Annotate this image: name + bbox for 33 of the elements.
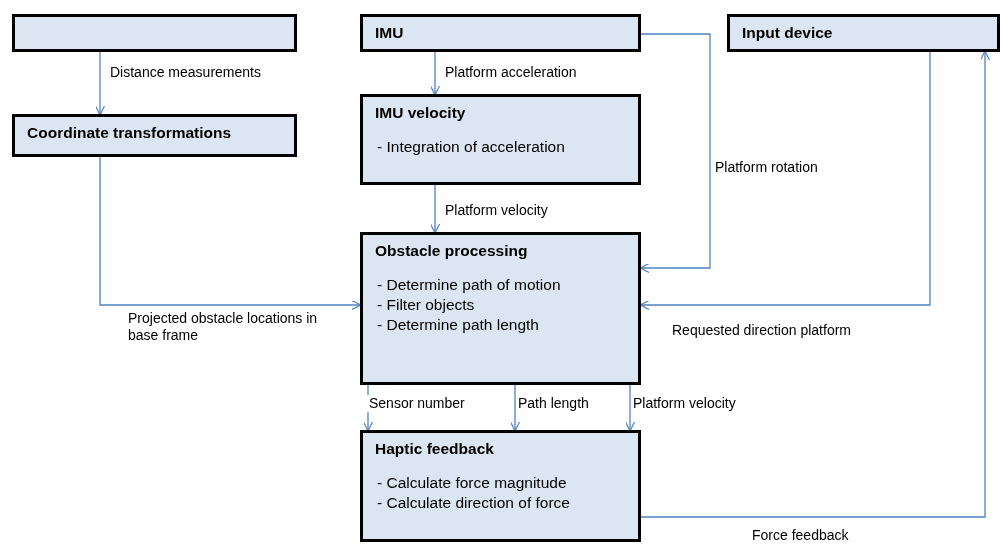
- arrow: [429, 184, 441, 234]
- bullet-item: - Determine path of motion: [376, 275, 562, 295]
- bullet-item: - Determine path length: [376, 315, 540, 335]
- process-box: [12, 14, 297, 52]
- box-title: Obstacle processing: [375, 241, 529, 261]
- bullet-item: - Calculate direction of force: [376, 493, 571, 513]
- process-box: [360, 232, 641, 385]
- edge-label: Platform velocity: [443, 202, 550, 219]
- process-box: [360, 94, 641, 185]
- box-title: IMU: [375, 23, 405, 43]
- box-title: IMU velocity: [375, 103, 467, 123]
- arrow: [99, 156, 362, 311]
- process-box: [727, 14, 1000, 52]
- box-title: Coordinate transformations: [27, 123, 233, 143]
- bullet-item: - Integration of acceleration: [376, 137, 566, 157]
- edge-label: Platform velocity: [631, 395, 738, 412]
- bullet-item: - Calculate force magnitude: [376, 473, 568, 493]
- arrow: [624, 384, 636, 432]
- arrow: [509, 384, 521, 432]
- edge-label: Requested direction platform: [670, 322, 853, 339]
- process-box: [360, 430, 641, 542]
- box-title: Haptic feedback: [375, 439, 495, 459]
- arrow: [639, 51, 931, 311]
- arrow: [640, 50, 991, 518]
- bullet-item: - Filter objects: [376, 295, 476, 315]
- arrow: [639, 33, 711, 274]
- edge-label: Path length: [516, 395, 591, 412]
- edge-label: Sensor number: [367, 395, 467, 412]
- process-box: [360, 14, 641, 52]
- process-box: [12, 114, 297, 157]
- arrow: [94, 51, 106, 116]
- arrow: [429, 51, 441, 96]
- box-title: Input device: [742, 23, 834, 43]
